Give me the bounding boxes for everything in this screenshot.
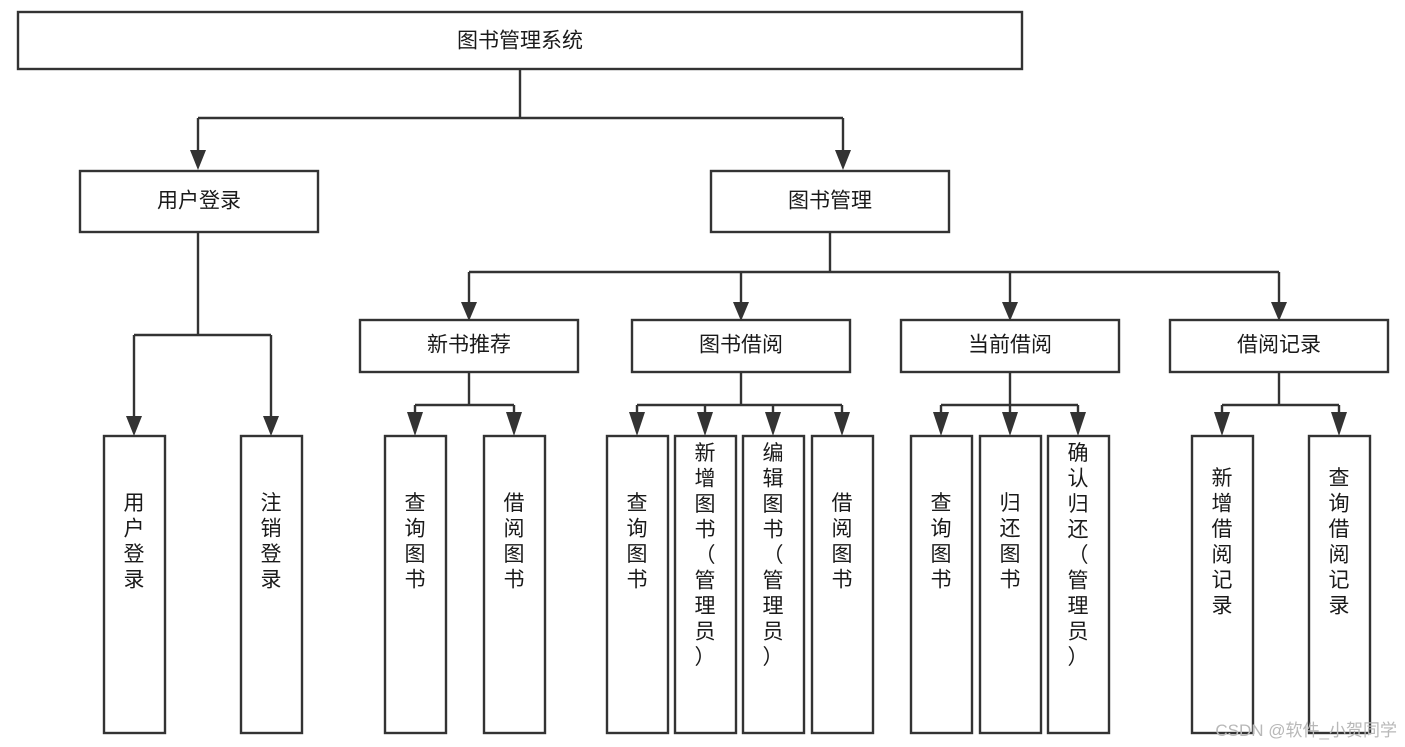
arrow-head-newbook	[461, 302, 477, 321]
arrow-head-leaf13	[1331, 412, 1347, 436]
node-leaf4-box[interactable]	[482, 434, 547, 735]
node-leaf9-label: 查询图书	[931, 492, 952, 592]
node-current-box[interactable]	[899, 318, 1121, 374]
node-leaf8-label: 借阅图书	[832, 492, 853, 592]
node-leaf1-label: 用户登录	[124, 492, 145, 592]
node-leaf7-label: 编辑图书（管理员）	[763, 442, 784, 669]
node-borrow-label: 图书借阅	[699, 334, 783, 357]
node-newbook[interactable]: 新书推荐	[358, 318, 580, 374]
node-leaf2[interactable]: 注销登录	[239, 434, 304, 735]
node-current-label: 当前借阅	[968, 334, 1052, 357]
node-leaf5-label: 查询图书	[627, 492, 648, 592]
arrow-head-borrow	[733, 302, 749, 321]
arrow-head-leaf12	[1214, 412, 1230, 436]
arrow-head-leaf4	[506, 412, 522, 436]
arrow-head-leaf2	[263, 416, 279, 436]
node-leaf9[interactable]: 查询图书	[909, 434, 974, 735]
node-leaf10[interactable]: 归还图书	[978, 434, 1043, 735]
node-leaf6-label: 新增图书（管理员）	[695, 442, 716, 669]
node-login-box[interactable]	[78, 169, 320, 234]
node-leaf10-label: 归还图书	[1000, 492, 1021, 592]
connector-group	[126, 69, 1347, 436]
node-bookmgmt-label: 图书管理	[788, 190, 872, 213]
node-leaf11-box[interactable]	[1046, 434, 1111, 735]
node-leaf13-label: 查询借阅记录	[1329, 467, 1350, 618]
node-leaf1-box[interactable]	[102, 434, 167, 735]
node-borrow-box[interactable]	[630, 318, 852, 374]
node-login[interactable]: 用户登录	[78, 169, 320, 234]
node-leaf12[interactable]: 新增借阅记录	[1190, 434, 1255, 735]
node-leaf13-box[interactable]	[1307, 434, 1372, 735]
node-records-box[interactable]	[1168, 318, 1390, 374]
node-leaf12-label: 新增借阅记录	[1212, 467, 1233, 618]
node-leaf5[interactable]: 查询图书	[605, 434, 670, 735]
node-leaf7-box[interactable]	[741, 434, 806, 735]
arrow-head-leaf6	[697, 412, 713, 436]
node-leaf2-label: 注销登录	[261, 492, 282, 592]
node-newbook-box[interactable]	[358, 318, 580, 374]
node-leaf3[interactable]: 查询图书	[383, 434, 448, 735]
node-leaf12-box[interactable]	[1190, 434, 1255, 735]
arrow-head-leaf11	[1070, 412, 1086, 436]
node-leaf4[interactable]: 借阅图书	[482, 434, 547, 735]
node-leaf5-box[interactable]	[605, 434, 670, 735]
node-login-label: 用户登录	[157, 190, 241, 213]
arrow-head-records	[1271, 302, 1287, 321]
node-leaf6[interactable]: 新增图书（管理员）	[673, 434, 738, 735]
node-leaf4-label: 借阅图书	[504, 492, 525, 592]
node-leaf13[interactable]: 查询借阅记录	[1307, 434, 1372, 735]
node-leaf9-box[interactable]	[909, 434, 974, 735]
node-leaf11[interactable]: 确认归还（管理员）	[1046, 434, 1111, 735]
arrow-head-leaf3	[407, 412, 423, 436]
arrow-head-leaf8	[834, 412, 850, 436]
arrow-head-login	[190, 150, 206, 170]
arrow-head-current	[1002, 302, 1018, 321]
arrow-head-leaf1	[126, 416, 142, 436]
node-records-label: 借阅记录	[1237, 334, 1321, 357]
arrow-head-leaf5	[629, 412, 645, 436]
node-leaf1[interactable]: 用户登录	[102, 434, 167, 735]
node-newbook-label: 新书推荐	[427, 334, 511, 357]
node-leaf3-label: 查询图书	[405, 492, 426, 592]
node-leaf3-box[interactable]	[383, 434, 448, 735]
node-leaf2-box[interactable]	[239, 434, 304, 735]
node-root-label: 图书管理系统	[457, 30, 583, 53]
node-leaf8[interactable]: 借阅图书	[810, 434, 875, 735]
node-leaf7[interactable]: 编辑图书（管理员）	[741, 434, 806, 735]
node-root-box[interactable]	[16, 10, 1024, 71]
arrow-head-leaf10	[1002, 412, 1018, 436]
node-bookmgmt-box[interactable]	[709, 169, 951, 234]
node-records[interactable]: 借阅记录	[1168, 318, 1390, 374]
node-root[interactable]: 图书管理系统	[16, 10, 1024, 71]
node-leaf8-box[interactable]	[810, 434, 875, 735]
arrow-head-bookmgmt	[835, 150, 851, 170]
node-bookmgmt[interactable]: 图书管理	[709, 169, 951, 234]
node-leaf6-box[interactable]	[673, 434, 738, 735]
arrow-head-leaf7	[765, 412, 781, 436]
node-leaf11-label: 确认归还（管理员）	[1068, 442, 1089, 669]
node-borrow[interactable]: 图书借阅	[630, 318, 852, 374]
arrow-head-leaf9	[933, 412, 949, 436]
node-leaf10-box[interactable]	[978, 434, 1043, 735]
node-current[interactable]: 当前借阅	[899, 318, 1121, 374]
